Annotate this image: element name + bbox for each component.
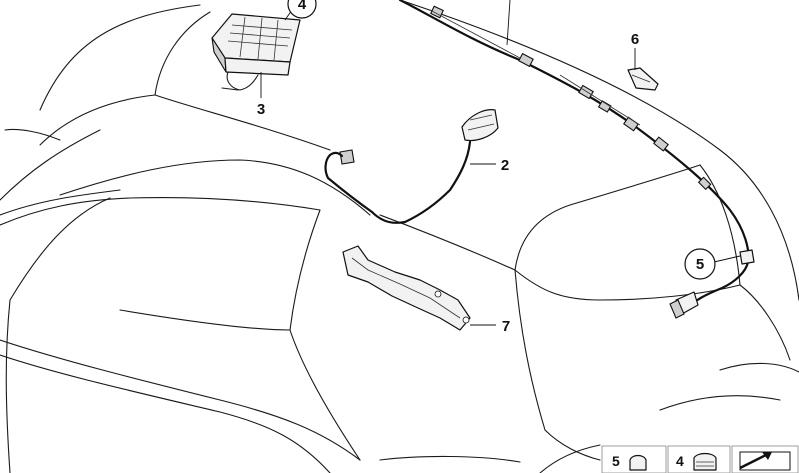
- legend-label-4: 4: [676, 453, 684, 469]
- clip-part: [627, 67, 659, 91]
- legend-connector-icon: [629, 454, 647, 471]
- connector-part: [669, 249, 755, 319]
- callout-7: 7: [502, 318, 510, 335]
- callout-5: 5: [696, 256, 704, 273]
- callout-3: 3: [257, 101, 265, 118]
- sensor-cable-part: [324, 109, 499, 224]
- leader-lines: [260, 0, 741, 326]
- cover-bracket-part: [342, 245, 471, 331]
- callout-6: 6: [631, 31, 639, 48]
- callout-labels: 1 2 3 4 5 6 7: [257, 0, 716, 335]
- callout-2: 2: [501, 157, 509, 174]
- curtain-airbag-part: [398, 0, 750, 264]
- legend-strip: 5 4: [601, 445, 799, 473]
- callout-5-circle: [684, 248, 716, 280]
- airbag-module-part: [211, 13, 301, 91]
- arrow-icon: [739, 451, 791, 471]
- callout-4: 4: [298, 0, 307, 13]
- legend-box-arrow: [731, 445, 799, 473]
- callout-4-circle: [287, 0, 317, 19]
- legend-label-5: 5: [612, 453, 620, 469]
